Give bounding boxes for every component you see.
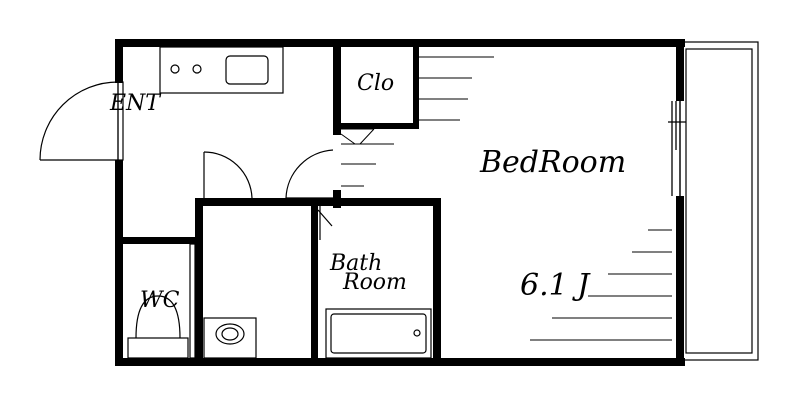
bath-label-line2: Room [342, 270, 407, 295]
bath-label-line1: Bath [329, 251, 382, 276]
bedroom-lines [530, 229, 672, 341]
bathtub [325, 308, 432, 359]
interior-walls [115, 39, 441, 366]
bedroom-window [668, 101, 686, 196]
bedroom-label: BedRoom [479, 145, 626, 180]
washbasin [203, 317, 257, 359]
entrance-door [39, 81, 124, 161]
toilet-fixture [127, 243, 196, 359]
outer-walls [115, 39, 685, 366]
entrance-label: ENT [109, 91, 162, 116]
toilet-label: WC [140, 288, 180, 313]
room-size-label: 6.1 J [520, 268, 591, 303]
kitchen [159, 46, 284, 94]
balcony [679, 41, 759, 361]
interior-doors [203, 149, 334, 240]
closet-label: Clo [357, 71, 394, 96]
closet-lines [340, 56, 494, 187]
